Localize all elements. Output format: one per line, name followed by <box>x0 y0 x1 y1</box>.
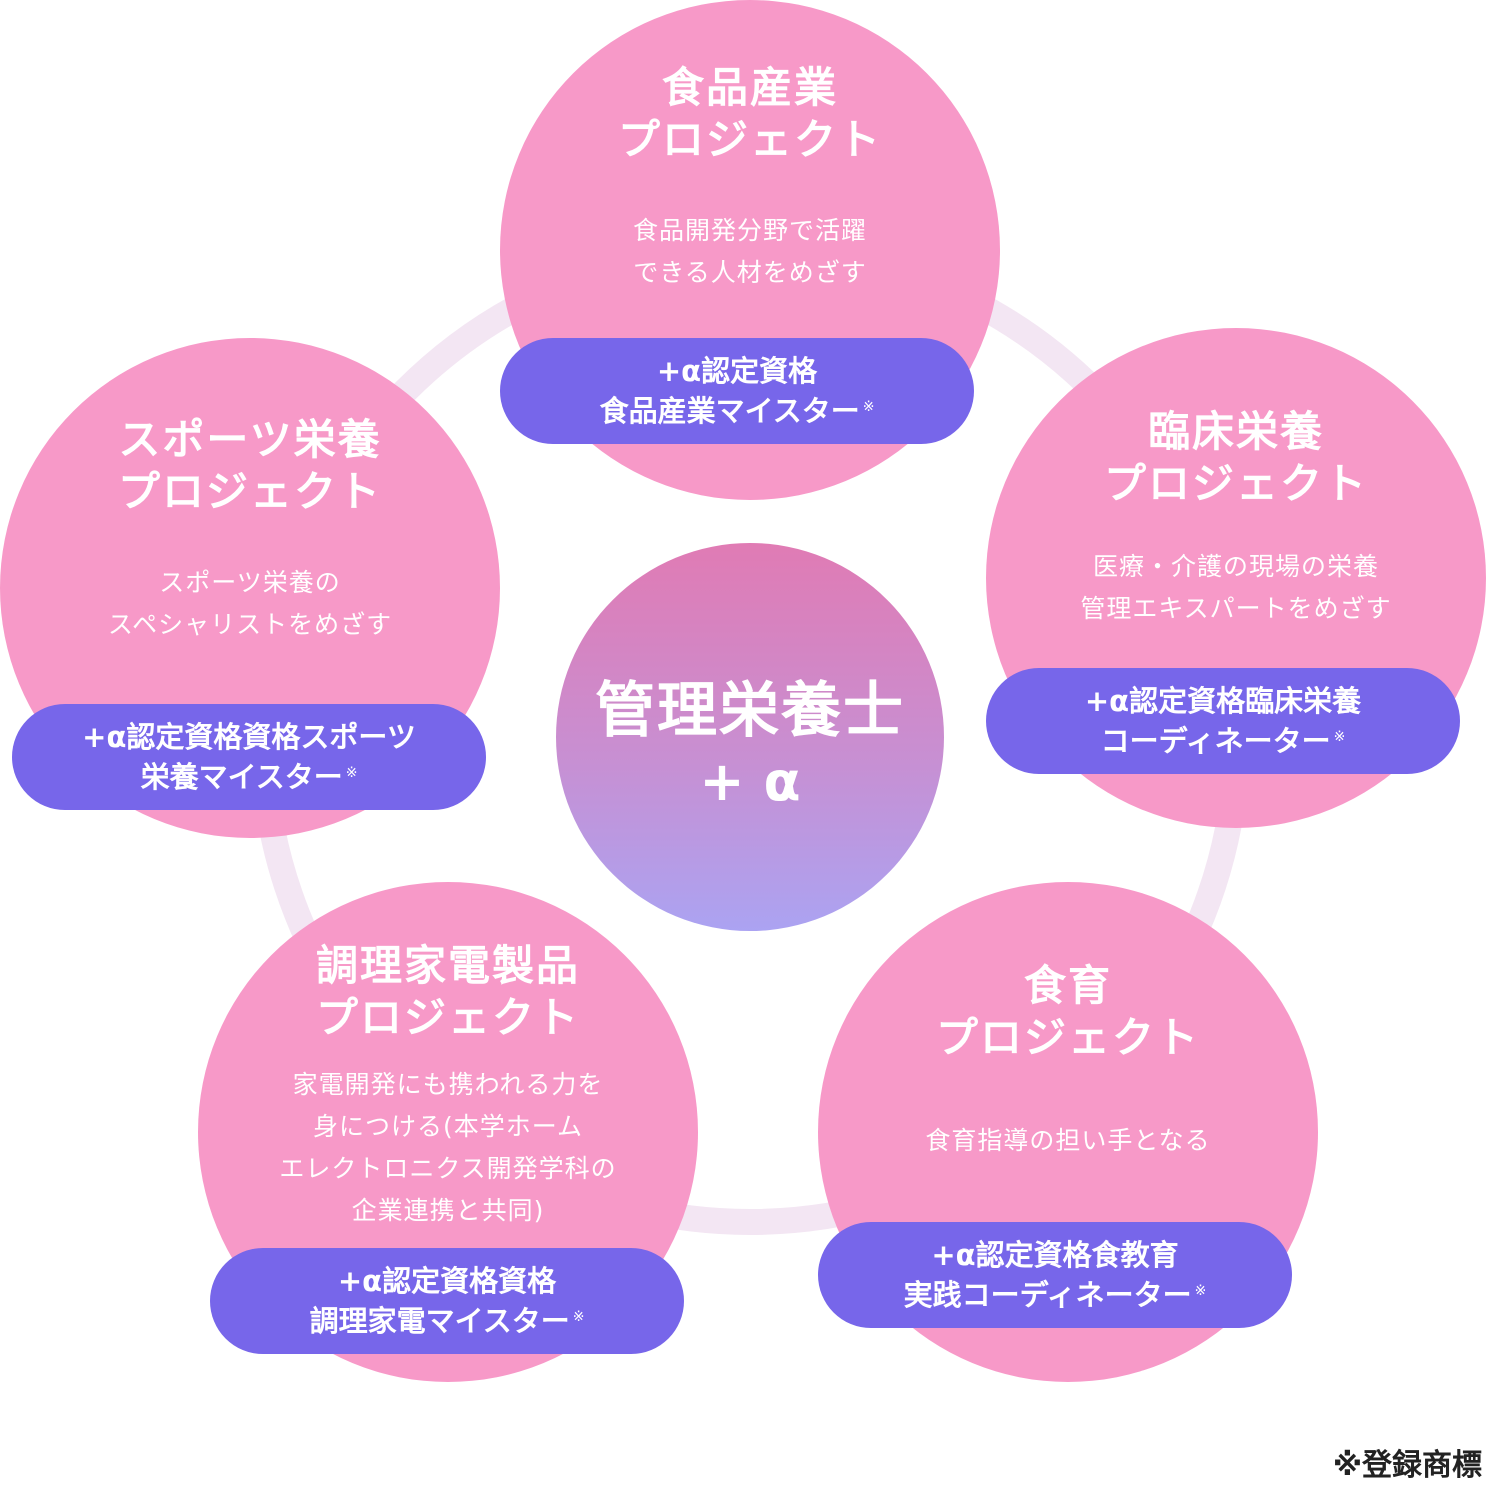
badge-sports-meister: +α認定資格資格スポーツ 栄養マイスター※ <box>12 704 486 810</box>
badge-food-industry-meister: +α認定資格 食品産業マイスター※ <box>500 338 974 444</box>
project-title: 調理家電製品 プロジェクト <box>315 941 580 1042</box>
project-title: 食育 プロジェクト <box>935 961 1200 1062</box>
badge-appliance-meister: +α認定資格資格 調理家電マイスター※ <box>210 1248 684 1354</box>
center-title: 管理栄養士 <box>595 676 905 746</box>
project-title: 臨床栄養 プロジェクト <box>1103 407 1368 508</box>
badge-shokuiku-coordinator: +α認定資格食教育 実践コーディネーター※ <box>818 1222 1292 1328</box>
registered-mark: ※ <box>572 1309 585 1325</box>
registered-mark: ※ <box>862 399 875 415</box>
registered-mark: ※ <box>1194 1283 1207 1299</box>
center-circle: 管理栄養士 + α <box>556 543 944 931</box>
project-description: 医療・介護の現場の栄養 管理エキスパートをめざす <box>1080 552 1392 623</box>
project-description: 家電開発にも携われる力を 身につける(本学ホーム エレクトロニクス開発学科の 企… <box>279 1070 617 1225</box>
badge-clinical-coordinator: +α認定資格臨床栄養 コーディネーター※ <box>986 668 1460 774</box>
registered-mark: ※ <box>345 765 358 781</box>
project-description: 食品開発分野で活躍 できる人材をめざす <box>632 216 867 287</box>
registered-mark: ※ <box>1333 729 1346 745</box>
project-description: 食育指導の担い手となる <box>925 1126 1211 1155</box>
project-title: スポーツ栄養 プロジェクト <box>117 415 382 516</box>
trademark-note: ※登録商標 <box>1332 1448 1482 1483</box>
center-subtitle: + α <box>699 750 801 813</box>
project-title: 食品産業 プロジェクト <box>617 63 882 164</box>
project-description: スポーツ栄養の スペシャリストをめざす <box>107 568 393 639</box>
